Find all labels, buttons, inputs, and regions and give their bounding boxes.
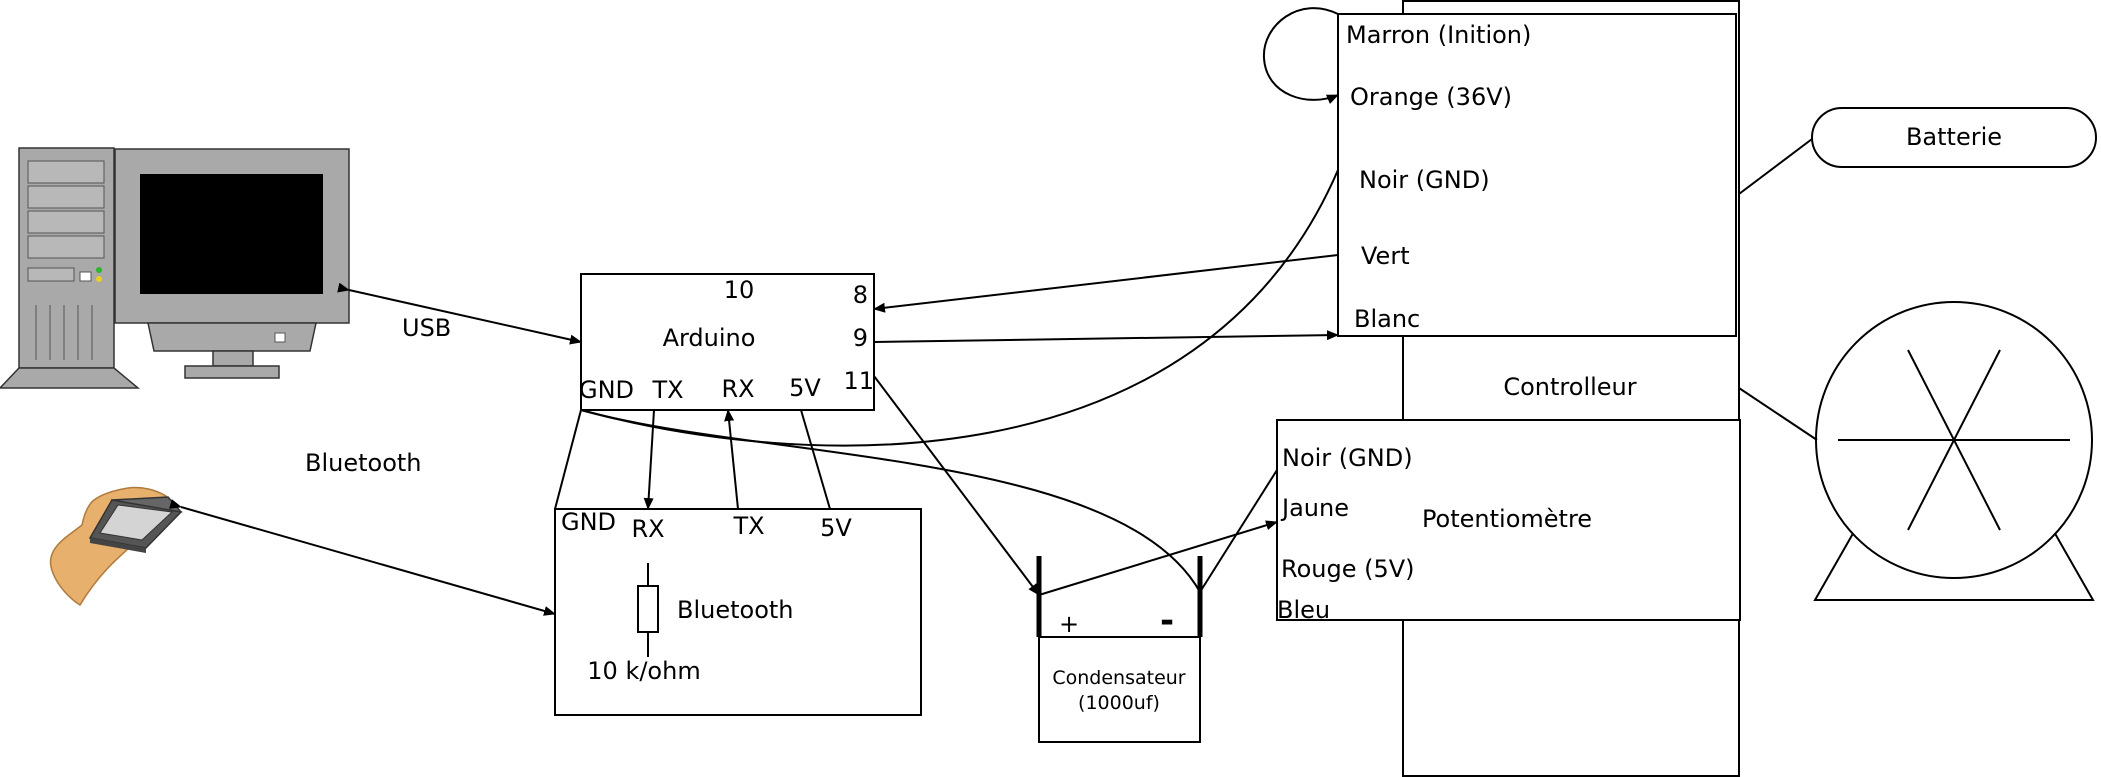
arduino-pin-11: 11: [843, 367, 874, 395]
capacitor-minus-sign: -: [1160, 601, 1174, 641]
wire-controller-motor: [1738, 387, 1818, 441]
arduino-pin-8: 8: [853, 281, 868, 309]
wire-noir-label: Noir (GND): [1359, 166, 1490, 194]
bluetooth-link-label: Bluetooth: [305, 449, 422, 477]
wire-gnd: [554, 409, 582, 510]
potentiometer-box: [1276, 419, 1741, 621]
controller-wires-box: [1337, 13, 1737, 337]
wire-capacitor-noir: [1199, 469, 1278, 593]
capacitor-box: [1038, 636, 1201, 743]
bluetooth-module-box: [554, 508, 922, 716]
wire-gnd-capacitor: [580, 409, 1201, 593]
hand-phone-icon: [49, 486, 183, 607]
wire-5v: [800, 409, 831, 510]
wire-gnd-controller-noir: [580, 169, 1339, 447]
capacitor-label-line2: (1000uf): [1078, 692, 1160, 714]
arduino-pin-10: 10: [724, 276, 755, 304]
resistor-label: 10 k/ohm: [587, 657, 700, 685]
pot-noir-label: Noir (GND): [1282, 444, 1413, 472]
bluetooth-wireless-link: [169, 499, 556, 616]
pot-rouge-label: Rouge (5V): [1281, 555, 1415, 583]
arduino-title: Arduino: [663, 324, 756, 352]
bt-gnd-label: GND: [561, 508, 616, 536]
wire-orange-label: Orange (36V): [1350, 83, 1512, 111]
controller-title: Controlleur: [1503, 373, 1636, 401]
pot-title: Potentiomètre: [1422, 505, 1592, 533]
pot-jaune-label: Jaune: [1280, 494, 1349, 522]
wire-vert-pin8: [873, 254, 1339, 313]
wire-vert-label: Vert: [1361, 242, 1410, 270]
bt-tx-label: TX: [732, 512, 764, 540]
arduino-gnd-label: GND: [579, 376, 634, 404]
wire-marron-orange-loop: [1262, 7, 1339, 104]
arduino-5v-label: 5V: [789, 374, 821, 402]
motor-icon: [1813, 301, 2095, 601]
computer-icon: [0, 147, 350, 389]
wire-marron-label: Marron (Inition): [1346, 21, 1531, 49]
pot-bleu-label: Bleu: [1277, 596, 1330, 624]
wire-blanc-label: Blanc: [1354, 305, 1420, 333]
usb-wire: [337, 282, 582, 345]
wire-controller-battery: [1738, 138, 1813, 195]
battery-label: Batterie: [1906, 123, 2002, 151]
wires: [169, 7, 1818, 616]
bt-rx-label: RX: [631, 515, 664, 543]
arduino-rx-label: RX: [721, 375, 754, 403]
resistor-symbol: [637, 563, 659, 657]
wire-capacitor-jaune: [1038, 520, 1278, 596]
capacitor-plus-sign: +: [1059, 610, 1079, 638]
arduino-tx-label: TX: [651, 376, 683, 404]
usb-label: USB: [402, 314, 451, 342]
arduino-pin-9: 9: [853, 324, 868, 352]
wire-rx-tx: [724, 409, 739, 510]
wire-pin11-capacitor: [873, 375, 1040, 596]
battery-box: [1811, 107, 2097, 168]
capacitor-label-line1: Condensateur: [1052, 667, 1185, 689]
wire-pin9-blanc: [873, 330, 1339, 343]
bt-5v-label: 5V: [820, 514, 852, 542]
bt-module-title: Bluetooth: [677, 596, 794, 624]
